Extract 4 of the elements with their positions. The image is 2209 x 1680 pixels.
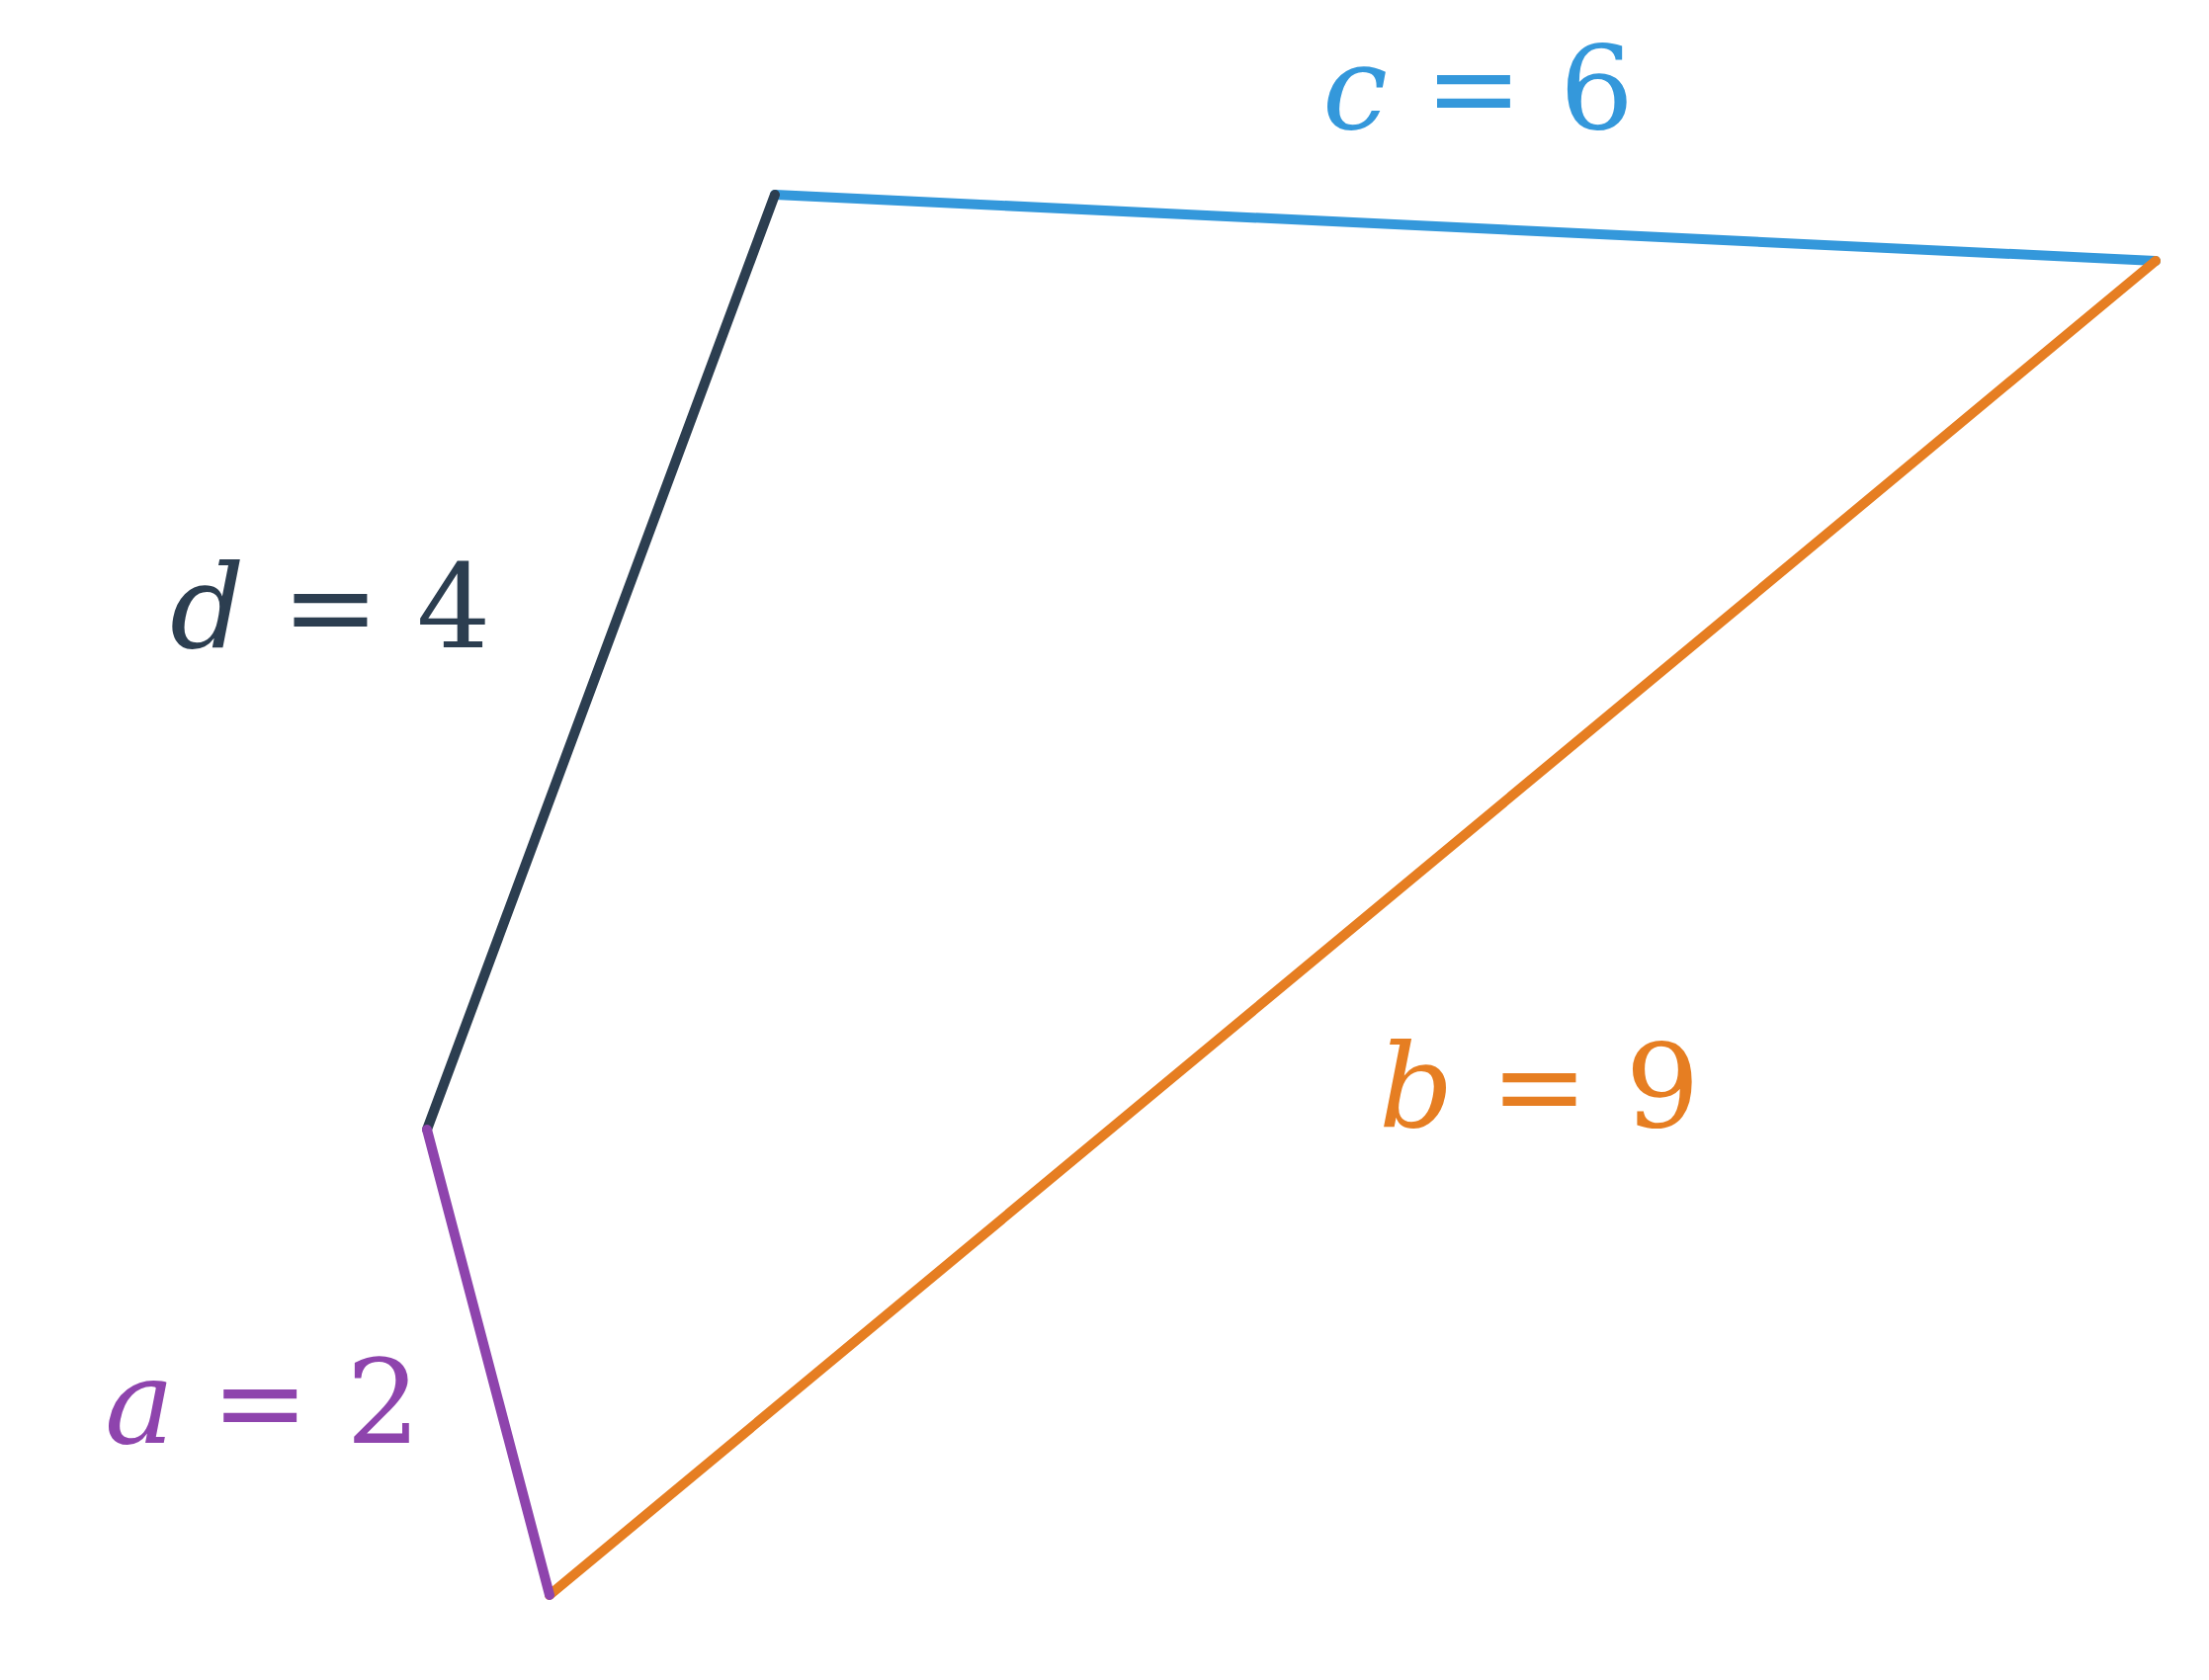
side-length-label: d = 4 bbox=[170, 548, 491, 665]
side-length-label: a = 2 bbox=[105, 1344, 421, 1461]
side-length-label: b = 9 bbox=[1379, 1028, 1700, 1144]
side-length-label: c = 6 bbox=[1322, 30, 1635, 146]
